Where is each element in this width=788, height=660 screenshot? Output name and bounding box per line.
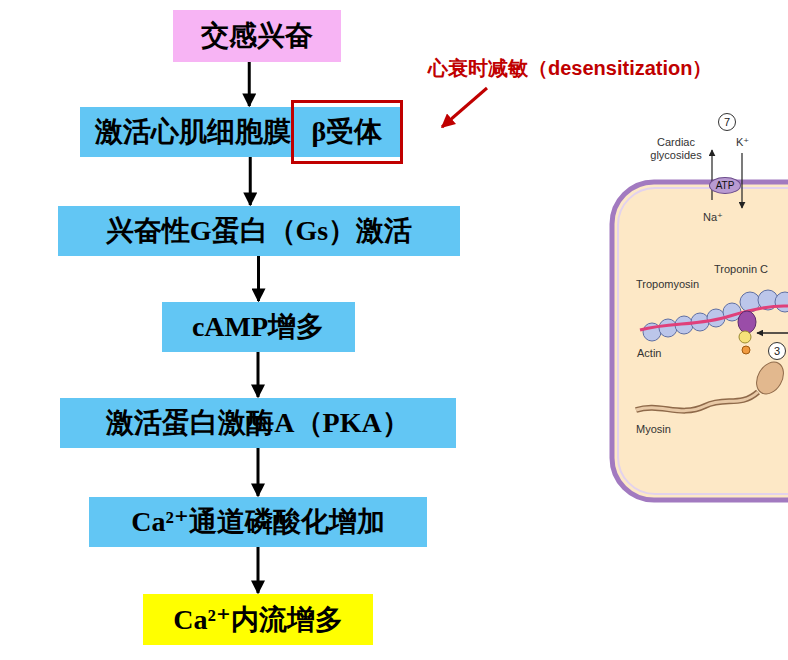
ion-label: Na⁺ xyxy=(703,211,723,224)
tropomyosin-strand xyxy=(640,306,788,330)
pump-oval: ATP xyxy=(709,177,741,194)
node-text: 激活心肌细胞膜 xyxy=(95,113,291,151)
node-text: Ca²⁺内流增多 xyxy=(173,601,342,639)
myosin-head xyxy=(751,357,788,398)
node-text: 交感兴奋 xyxy=(201,17,313,55)
ion-label: K⁺ xyxy=(736,136,749,149)
process-box: Ca²⁺通道磷酸化增加 xyxy=(89,497,427,547)
flow-arrow xyxy=(248,62,251,106)
troponin xyxy=(738,311,756,333)
part-label: Tropomyosin xyxy=(636,278,699,291)
callout-circle: 7 xyxy=(718,113,736,131)
process-box: 激活蛋白激酶A（PKA） xyxy=(60,398,456,448)
node-text: cAMP增多 xyxy=(192,308,324,346)
actin-filament xyxy=(643,290,788,341)
process-box: 兴奋性G蛋白（Gs）激活 xyxy=(58,206,460,256)
cell-membrane-inner xyxy=(618,188,788,494)
myosin-tail-core xyxy=(636,392,758,411)
flow-arrow xyxy=(249,157,252,205)
glycoside-arrow xyxy=(711,150,712,200)
flow-arrow xyxy=(257,547,260,593)
calcium-ion xyxy=(742,346,750,354)
potassium-arrow xyxy=(741,153,742,208)
callout-circle: 3 xyxy=(768,342,786,360)
calcium-arrow xyxy=(757,332,788,334)
part-label: Actin xyxy=(637,347,661,360)
node-text: β受体 xyxy=(312,113,383,151)
flow-arrow xyxy=(257,448,260,496)
node-text: 激活蛋白激酶A（PKA） xyxy=(106,404,409,442)
flow-arrow xyxy=(257,256,260,301)
node-text: 3 xyxy=(774,345,780,357)
node-text: 7 xyxy=(724,116,730,128)
troponin-subunit xyxy=(739,331,751,343)
cell-membrane xyxy=(612,182,788,500)
node-text: 兴奋性G蛋白（Gs）激活 xyxy=(106,212,412,250)
part-label: Myosin xyxy=(636,423,671,436)
part-label: Troponin C xyxy=(714,263,768,276)
process-box: 交感兴奋 xyxy=(173,10,341,62)
node-text: Ca²⁺通道磷酸化增加 xyxy=(131,503,384,541)
drug-label: Cardiac glycosides xyxy=(646,136,706,161)
callout-arrow xyxy=(442,88,487,127)
process-box: cAMP增多 xyxy=(162,302,355,352)
callout-note: 心衰时减敏（desensitization） xyxy=(428,57,712,80)
flow-arrow xyxy=(257,352,260,397)
process-box: 激活心肌细胞膜 β受体 xyxy=(80,107,403,157)
myosin-tail xyxy=(636,392,758,411)
highlight-box: β受体 xyxy=(291,100,403,164)
process-box: Ca²⁺内流增多 xyxy=(143,594,373,645)
node-text: ATP xyxy=(716,180,735,191)
